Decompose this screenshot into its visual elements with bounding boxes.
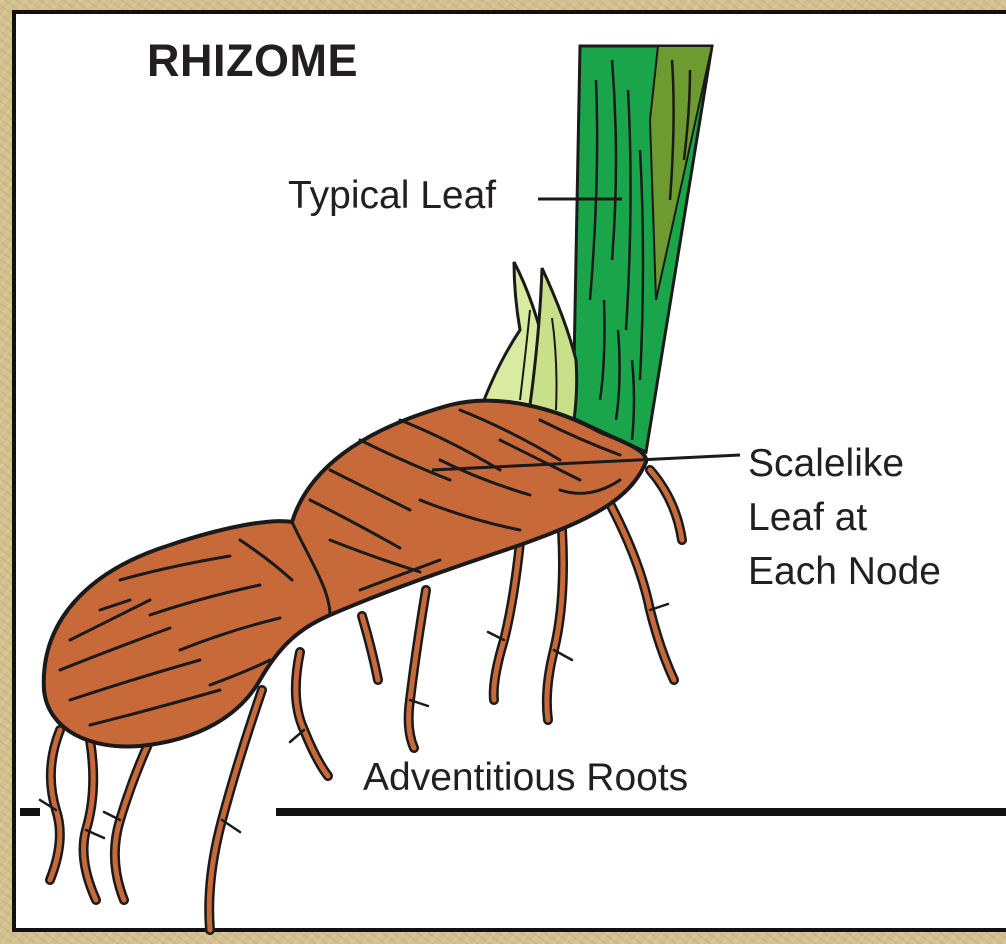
label-typical-leaf: Typical Leaf bbox=[288, 176, 496, 215]
typical-leaf bbox=[573, 46, 712, 452]
label-scalelike-line3: Each Node bbox=[748, 545, 941, 599]
diagram-title: RHIZOME bbox=[147, 38, 358, 83]
label-scalelike-line2: Leaf at bbox=[748, 491, 941, 545]
label-adventitious-roots: Adventitious Roots bbox=[363, 758, 688, 797]
rhizome-body bbox=[44, 401, 646, 747]
label-scalelike-leaf: Scalelike Leaf at Each Node bbox=[748, 437, 941, 599]
label-scalelike-line1: Scalelike bbox=[748, 437, 941, 491]
scale-leaf bbox=[484, 262, 577, 420]
